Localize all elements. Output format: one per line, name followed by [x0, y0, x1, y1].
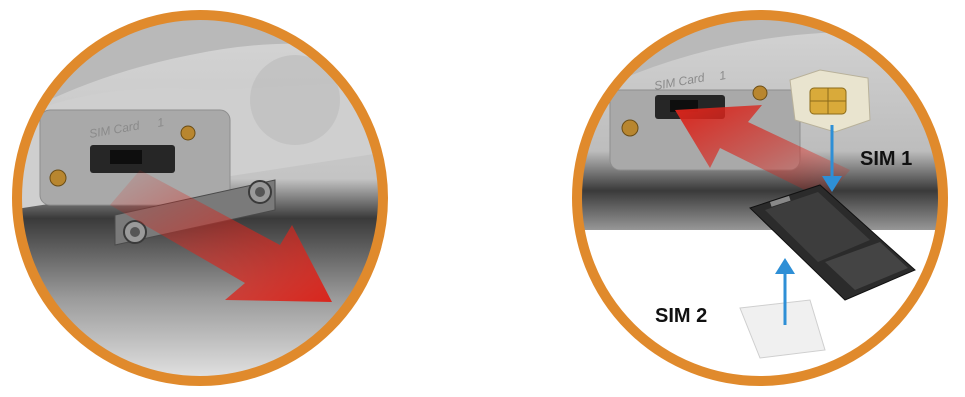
- screw-icon: [124, 221, 146, 243]
- insert-sim-illustration: SIM Card 1: [570, 0, 960, 397]
- screw-icon: [249, 181, 271, 203]
- sim2-label: SIM 2: [655, 305, 707, 327]
- sim-slot-icon: [90, 145, 175, 173]
- remove-cover-illustration: SIM Card 1: [10, 0, 400, 397]
- sim1-label: SIM 1: [860, 148, 912, 170]
